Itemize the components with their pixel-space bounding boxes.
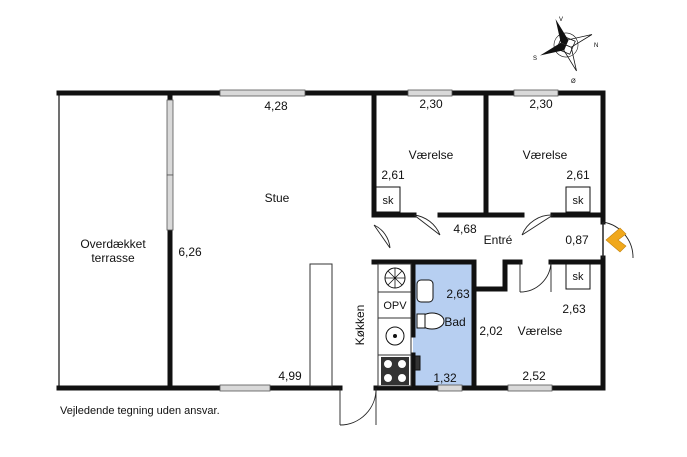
dim-bath-side: 2,63 xyxy=(446,287,470,301)
sink-icon xyxy=(385,326,405,346)
dim-bedroom-3-right: 2,63 xyxy=(562,302,586,316)
walls xyxy=(56,90,606,391)
dim-bath-bottom: 1,32 xyxy=(433,371,457,385)
dim-living-top: 4,28 xyxy=(264,99,288,113)
wardrobe-3 xyxy=(565,263,591,290)
kitchen-island xyxy=(309,263,333,387)
room-terrace-line1: Overdækket xyxy=(80,237,146,251)
stove-icon xyxy=(381,357,409,385)
dim-bedroom-3-bottom: 2,52 xyxy=(522,369,546,383)
compass-east: Ø xyxy=(571,79,576,85)
dim-living-side: 6,26 xyxy=(178,245,202,259)
dim-bedroom-1-side: 2,61 xyxy=(381,168,405,182)
room-bathroom: Bad xyxy=(444,315,465,329)
doors xyxy=(339,214,634,426)
dim-bedroom-1-top: 2,30 xyxy=(419,97,443,111)
dim-bedroom-2-side: 2,61 xyxy=(566,168,590,182)
compass-west: V xyxy=(559,17,563,23)
room-living: Stue xyxy=(265,191,290,205)
dishwasher-label: OPV xyxy=(383,300,407,312)
disclaimer-note: Vejledende tegning uden ansvar. xyxy=(60,405,220,417)
compass-south: S xyxy=(533,56,537,62)
room-bedroom-1: Værelse xyxy=(409,148,454,162)
wardrobes xyxy=(375,186,591,290)
dim-bedroom-3-left: 2,02 xyxy=(479,324,503,338)
windows xyxy=(166,89,559,392)
room-kitchen: Køkken xyxy=(353,305,367,346)
room-bedroom-3: Værelse xyxy=(518,324,563,338)
dim-entrance-width: 4,68 xyxy=(453,222,477,236)
room-entrance: Entré xyxy=(484,233,513,247)
wardrobe-2 xyxy=(565,186,591,213)
dim-entrance-door: 0,87 xyxy=(565,233,589,247)
extractor-fan-icon xyxy=(384,267,406,289)
wardrobe-3-label: sk xyxy=(573,271,585,283)
compass-north: N xyxy=(594,43,598,49)
dim-bedroom-2-top: 2,30 xyxy=(529,97,553,111)
dim-living-bottom: 4,99 xyxy=(278,369,302,383)
bath-fixtures xyxy=(414,279,445,371)
room-terrace-line2: terrasse xyxy=(91,251,135,265)
wardrobe-1-label: sk xyxy=(383,195,395,207)
wardrobe-2-label: sk xyxy=(573,195,585,207)
wardrobe-1 xyxy=(375,186,401,213)
compass-rose-icon xyxy=(540,19,593,72)
entry-arrow-icon xyxy=(605,227,627,253)
room-bedroom-2: Værelse xyxy=(523,148,568,162)
